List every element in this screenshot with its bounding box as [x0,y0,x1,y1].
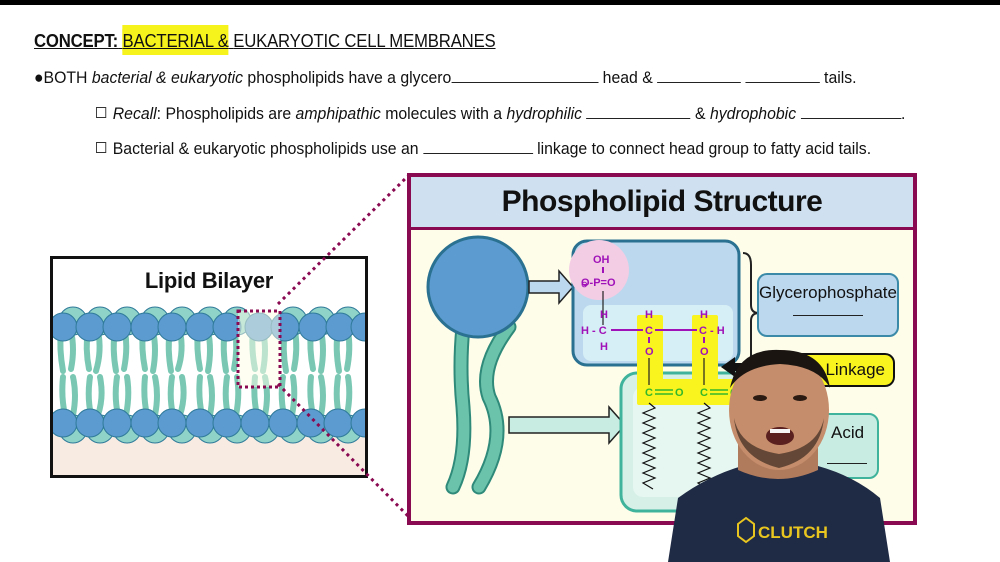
blank-hydrophilic [586,104,691,119]
structure-title: Phospholipid Structure [501,185,823,218]
svg-text:H: H [645,309,653,321]
concept-title-rest: EUKARYOTIC CELL MEMBRANES [233,31,496,51]
bullet-recall: Recall: Phospholipids are amphipathic mo… [96,104,905,124]
linkage-text: linkage to connect head group to fatty a… [532,139,872,158]
svg-text:O: O [675,387,684,399]
recall-text: & [690,104,710,123]
recall-label: Recall [112,104,157,123]
presenter-video-overlay: CLUTCH [668,349,890,562]
recall-text: : Phospholipids are [156,104,296,123]
recall-italic: hydrophobic [709,104,797,123]
blank-tail-2 [745,68,820,83]
bilayer-title: Lipid Bilayer [144,268,274,293]
bilayer-illustration-icon [53,306,365,444]
svg-text:O: O [700,346,709,358]
svg-text:H - C: H - C [581,325,607,337]
svg-text:H: H [600,341,608,353]
bullet-text: phospholipids have a glycero [243,68,452,87]
glycerophosphate-blank [793,315,863,316]
concept-label: CONCEPT: [34,31,119,51]
svg-text:O: O [645,346,654,358]
glycerophosphate-label: Glycerophosphate [757,273,899,337]
recall-text: molecules with a [380,104,507,123]
checkbox-icon [96,142,107,153]
bullet-main: ●BOTH bacterial & eukaryotic phospholipi… [34,68,857,88]
svg-text:C: C [645,387,653,399]
bullet-prefix: ●BOTH [34,68,92,87]
svg-text:⊖: ⊖ [581,280,588,289]
recall-italic: amphipathic [295,104,381,123]
blank-tail-1 [657,68,741,83]
bullet-italic: bacterial & eukaryotic [91,68,244,87]
svg-text:C - H: C - H [699,325,725,337]
svg-text:OH: OH [593,254,610,266]
video-top-bar [0,0,1000,5]
fatty-acid-blank [827,463,867,464]
lipid-bilayer-panel: Lipid Bilayer [50,256,368,478]
svg-text:C: C [645,325,653,337]
clutch-logo-text: CLUTCH [758,523,828,542]
concept-highlight: BACTERIAL & [122,29,229,55]
concept-heading: CONCEPT: BACTERIAL & EUKARYOTIC CELL MEM… [34,29,496,55]
checkbox-icon [96,107,107,118]
recall-italic: hydrophilic [506,104,583,123]
svg-text:H: H [700,309,708,321]
linkage-text: Bacterial & eukaryotic phospholipids use… [112,139,423,158]
bullet-text: tails. [819,68,857,87]
recall-text: . [900,104,906,123]
svg-text:H: H [600,309,608,321]
blank-linkage [422,139,533,154]
blank-glycero [451,68,599,83]
svg-text:C: C [700,387,708,399]
bullet-linkage: Bacterial & eukaryotic phospholipids use… [96,139,871,159]
structure-header: Phospholipid Structure [411,177,913,230]
blank-hydrophobic [800,104,901,119]
fatty-acid-text: Acid [831,423,865,442]
bullet-text: head & [598,68,658,87]
glycerophosphate-text: Glycerophosphate [759,283,897,302]
svg-text:O-P=O: O-P=O [581,277,616,289]
